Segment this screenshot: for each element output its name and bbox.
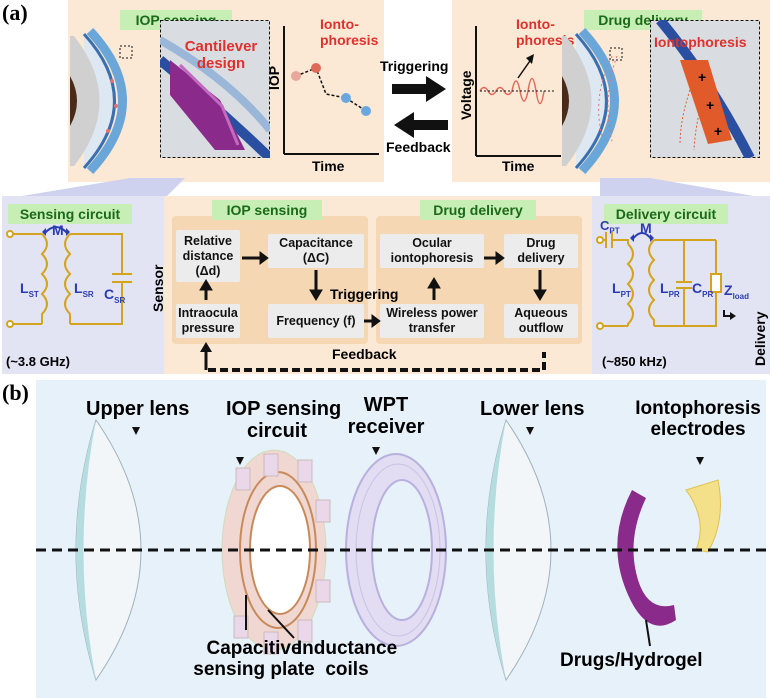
voltage-graph xyxy=(475,26,561,157)
drugs-hydrogel-label: Drugs/Hydrogel xyxy=(560,650,703,671)
delivery-m-label: M xyxy=(640,220,652,236)
eye-illustration-left xyxy=(70,27,133,175)
time-axis-label-2: Time xyxy=(502,158,535,174)
iontophoresis-zoom-label: Iontophoresis xyxy=(654,34,747,50)
capacitance-box: Capacitance (ΔC) xyxy=(268,234,364,268)
panel-a-label: (a) xyxy=(2,0,28,25)
lsr-sub: SR xyxy=(82,289,94,299)
iop-circuit-label: IOP sensing circuit xyxy=(226,398,342,442)
exploded-view-illustration xyxy=(36,418,766,682)
wpt-receiver-label: WPT receiver xyxy=(347,394,425,438)
drug-delivery-box: Drug delivery xyxy=(504,234,578,268)
mutual-inductance-m: M xyxy=(52,222,64,238)
zload-sub: load xyxy=(732,291,750,301)
flow-arrows xyxy=(199,251,547,372)
svg-text:+: + xyxy=(698,69,706,85)
aqueous-box: Aqueous outflow xyxy=(504,304,578,338)
delivery-circuit-panel xyxy=(592,196,770,374)
electrodes-label: Iontophoresis electrodes xyxy=(635,398,761,440)
csr-letter: C xyxy=(104,286,115,302)
lower-lens-label: Lower lens xyxy=(480,398,585,420)
lst-label: LST xyxy=(20,280,39,299)
sensing-circuit-diagram xyxy=(6,226,132,328)
lsr-label: LSR xyxy=(74,280,94,299)
wireless-box: Wireless power transfer xyxy=(380,304,484,338)
lst-letter: L xyxy=(20,280,29,296)
ocular-iontophoresis-box: Ocular iontophoresis xyxy=(380,234,484,268)
cantilever-label: Cantilever design xyxy=(184,38,258,72)
lpr-label: LPR xyxy=(660,280,680,299)
csr-label: CSR xyxy=(104,286,125,305)
frequency-box: Frequency (f) xyxy=(268,304,364,338)
zload-label: Zload xyxy=(724,282,749,301)
lpr-letter: L xyxy=(660,280,669,296)
cpr-letter: C xyxy=(692,280,703,296)
svg-text:+: + xyxy=(714,123,722,139)
sensing-circuit-tag: Sensing circuit xyxy=(8,204,132,224)
iontophoresis-label-right: Ionto- phoresis xyxy=(516,16,575,48)
cpt-sub: PT xyxy=(609,226,620,236)
voltage-axis-label: Voltage xyxy=(458,70,474,120)
zoom-wedges xyxy=(10,178,765,198)
triggering-label: Triggering xyxy=(380,58,449,74)
lpt-sub: PT xyxy=(620,289,631,299)
cpr-label: CPR xyxy=(692,280,713,299)
cpr-sub: PR xyxy=(702,289,714,299)
panel-b-label: (b) xyxy=(2,380,29,405)
time-axis-label: Time xyxy=(312,158,345,174)
sensing-circuit-panel xyxy=(2,196,164,374)
eye-illustration-right xyxy=(562,27,623,175)
iop-graph xyxy=(283,26,379,155)
cpt-letter: C xyxy=(600,218,610,233)
sensing-frequency: (~3.8 GHz) xyxy=(6,354,70,369)
lst-sub: ST xyxy=(28,289,39,299)
relative-distance-box: Relative distance (Δd) xyxy=(176,230,240,282)
iontophoresis-label-left: Ionto- phoresis xyxy=(320,16,379,48)
flow-feedback-label: Feedback xyxy=(332,346,397,362)
upper-lens-label: Upper lens xyxy=(86,398,190,420)
lpr-sub: PR xyxy=(668,289,680,299)
delivery-circuit-diagram xyxy=(596,232,736,330)
svg-text:+: + xyxy=(706,97,714,113)
iontophoresis-zoom: + + + xyxy=(650,20,760,158)
trigger-arrow xyxy=(392,76,446,102)
delivery-vertical-label: Delivery xyxy=(752,311,768,366)
delivery-circuit-tag: Delivery circuit xyxy=(604,204,728,224)
intraocula-box: Intraocula pressure xyxy=(176,304,240,338)
inductance-label: Inductance coils xyxy=(296,638,398,680)
zload-letter: Z xyxy=(724,282,733,298)
flow-drug-tag: Drug delivery xyxy=(420,200,536,220)
flow-triggering-label: Triggering xyxy=(330,286,399,302)
iop-circuit-shape xyxy=(221,449,331,655)
capacitive-label: Capacitive sensing plate xyxy=(193,638,315,680)
yellow-electrode xyxy=(685,479,721,553)
csr-sub: SR xyxy=(114,295,126,305)
delivery-frequency: (~850 kHz) xyxy=(602,354,667,369)
iop-axis-label: IOP xyxy=(266,65,282,90)
drug-hydrogel xyxy=(617,490,676,626)
cantilever-zoom xyxy=(160,20,270,158)
feedback-arrow xyxy=(394,112,448,138)
feedback-label: Feedback xyxy=(386,139,451,155)
cpt-label: CPT xyxy=(600,218,620,236)
lpt-label: LPT xyxy=(612,280,631,299)
flow-iop-tag: IOP sensing xyxy=(212,200,322,220)
lsr-letter: L xyxy=(74,280,83,296)
lpt-letter: L xyxy=(612,280,621,296)
